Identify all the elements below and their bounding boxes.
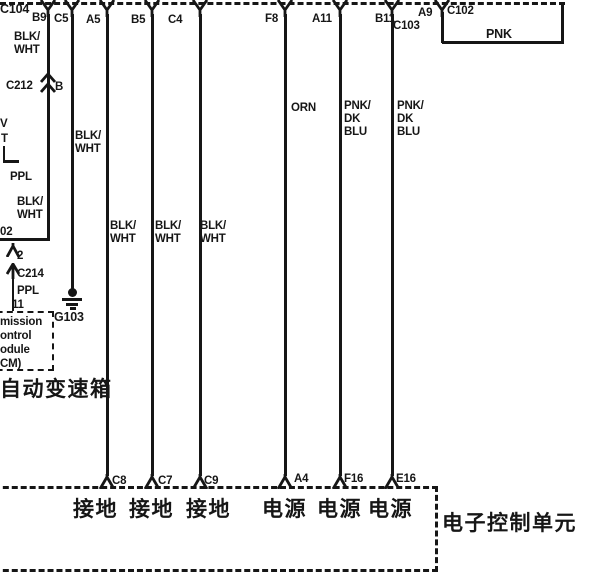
c212-pin-label: B bbox=[55, 81, 64, 93]
bottom-pin-label-c7: C7 bbox=[158, 475, 173, 487]
pnk-box-bottom-border bbox=[442, 41, 564, 44]
left-edge-fragment-2: T bbox=[1, 133, 8, 145]
connector-arrow-icon bbox=[383, 474, 401, 489]
bottom-pin-label-a4: A4 bbox=[294, 473, 309, 485]
left-edge-fragment-1: V bbox=[0, 118, 8, 130]
bottom-pin-label-f16: F16 bbox=[344, 473, 364, 485]
function-label-ground-2: 接地 bbox=[129, 497, 174, 521]
connector-arrow-icon bbox=[331, 474, 349, 489]
tcm-box bbox=[0, 311, 54, 371]
top-pin-label-b5: B5 bbox=[131, 14, 146, 26]
orn-wire-color-label: ORN bbox=[291, 102, 316, 114]
c212-connector-icon bbox=[40, 73, 56, 93]
pnk-box-left-edge-wire bbox=[440, 12, 444, 43]
pnk-wire-color-label: PNK bbox=[486, 27, 512, 41]
top-pin-label-b9: B9 bbox=[32, 12, 47, 24]
wire-b5-to-c7 bbox=[150, 14, 154, 476]
bottom-pin-label-e16: E16 bbox=[396, 473, 416, 485]
pin-2-fork-icon bbox=[6, 243, 20, 257]
tcm-text: mission ontrol odule CM) bbox=[0, 316, 43, 370]
pin-2-label: 2 bbox=[17, 250, 24, 262]
bottom-pin-label-c8: C8 bbox=[112, 475, 127, 487]
ground-symbol-dot bbox=[67, 288, 77, 297]
left-box-inner-wire-vertical bbox=[2, 146, 5, 162]
transmission-caption: 自动变速箱 bbox=[0, 377, 113, 401]
c214-connector-label: C214 bbox=[17, 268, 44, 280]
wire-c214-to-tcm bbox=[11, 278, 14, 311]
wire-b9 bbox=[46, 14, 50, 241]
ground-symbol-bar2 bbox=[66, 302, 78, 306]
pin-02-label: 02 bbox=[0, 226, 13, 238]
ground-symbol-bar3 bbox=[69, 307, 76, 310]
top-pin-label-a5: A5 bbox=[86, 14, 101, 26]
b9-wire-color-label: BLK/ WHT bbox=[14, 31, 41, 56]
bottom-pin-label-c9: C9 bbox=[204, 475, 219, 487]
function-label-ground-1: 接地 bbox=[73, 497, 118, 521]
wire-f8-to-a4 bbox=[283, 14, 287, 476]
connector-arrow-icon bbox=[143, 474, 161, 489]
wire-c4-to-c9 bbox=[198, 14, 202, 476]
connector-arrow-icon bbox=[191, 474, 209, 489]
top-pin-label-b11: B11 bbox=[375, 13, 395, 25]
ppl-wire-color-label: PPL bbox=[10, 171, 32, 183]
left-box-bottom-border bbox=[0, 238, 50, 241]
b5-wire-color-label: BLK/ WHT bbox=[155, 220, 182, 245]
ground-symbol-bar1 bbox=[62, 298, 82, 301]
pin-11-label: 11 bbox=[12, 299, 24, 311]
top-pin-label-a11: A11 bbox=[312, 13, 332, 25]
function-label-power-1: 电源 bbox=[262, 497, 307, 521]
connector-arrow-icon bbox=[98, 474, 116, 489]
connector-c104-label: C104 bbox=[0, 2, 30, 16]
top-pin-label-f8: F8 bbox=[265, 13, 279, 25]
wire-c5-to-g103 bbox=[70, 14, 74, 290]
c4-wire-color-label: BLK/ WHT bbox=[200, 220, 227, 245]
pnk-box-right-border bbox=[561, 2, 564, 43]
c212-connector-label: C212 bbox=[6, 80, 33, 92]
ecu-caption: 电子控制单元 bbox=[442, 511, 577, 535]
connector-c102-label: C102 bbox=[447, 5, 474, 17]
top-pin-label-a9: A9 bbox=[418, 7, 433, 19]
top-pin-label-c5: C5 bbox=[54, 13, 69, 25]
b11-wire-color-label: PNK/ DK BLU bbox=[397, 100, 424, 138]
top-component-dashed-border bbox=[0, 2, 565, 5]
wire-b11-to-e16 bbox=[390, 14, 394, 476]
g103-wire-color-label: BLK/ WHT bbox=[75, 130, 102, 155]
wire-a5-to-c8 bbox=[105, 14, 109, 476]
wire-a11-to-f16 bbox=[338, 14, 342, 476]
a11-wire-color-label: PNK/ DK BLU bbox=[344, 100, 371, 138]
connector-c103-label: C103 bbox=[393, 20, 420, 32]
c214-wire-color-label: PPL bbox=[17, 285, 39, 297]
ecu-box bbox=[0, 486, 438, 572]
function-label-ground-3: 接地 bbox=[186, 497, 231, 521]
function-label-power-3: 电源 bbox=[368, 497, 413, 521]
a5-wire-color-label: BLK/ WHT bbox=[110, 220, 137, 245]
connector-arrow-icon bbox=[276, 474, 294, 489]
g103-label: G103 bbox=[54, 310, 84, 324]
function-label-power-2: 电源 bbox=[317, 497, 362, 521]
left-box-wire-color-label: BLK/ WHT bbox=[17, 196, 44, 221]
c214-arrow-icon bbox=[6, 263, 20, 279]
top-pin-label-c4: C4 bbox=[168, 14, 183, 26]
left-box-inner-wire-horizontal bbox=[2, 159, 19, 163]
